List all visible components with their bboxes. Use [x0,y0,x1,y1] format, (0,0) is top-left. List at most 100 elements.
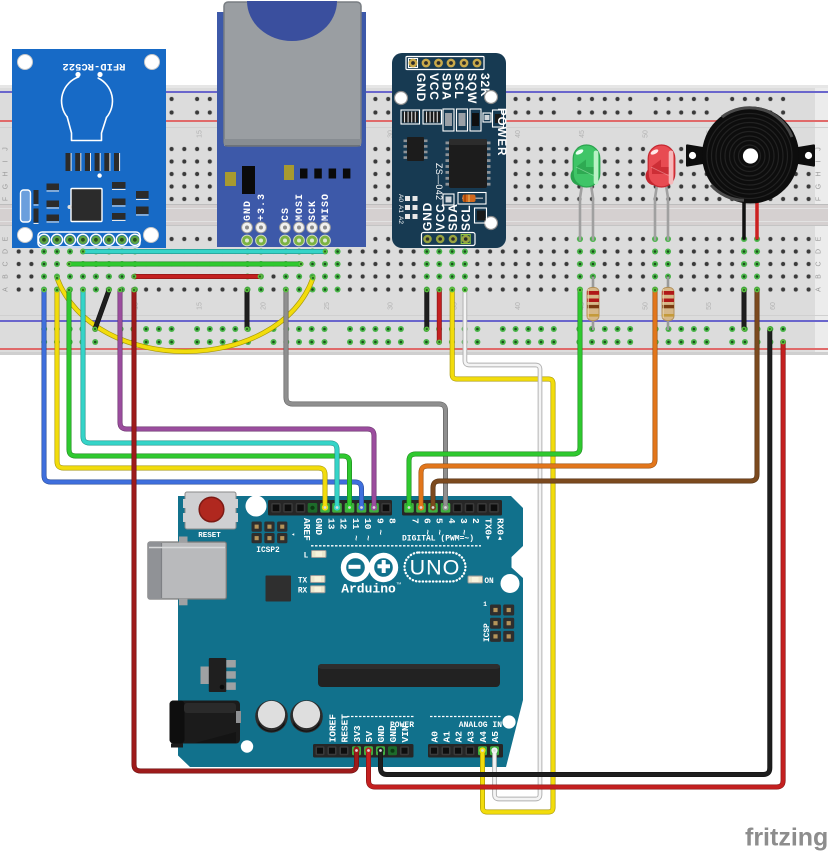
svg-text:SCK: SCK [308,200,319,221]
svg-text:CS: CS [281,207,292,221]
svg-text:2: 2 [470,518,481,524]
svg-text:50: 50 [642,130,649,138]
svg-text:Arduino: Arduino [341,582,396,597]
svg-text:A2: A2 [453,731,464,743]
svg-text:C: C [816,261,823,266]
svg-text:AREF: AREF [301,518,312,541]
svg-text:ICSP2: ICSP2 [256,547,280,555]
svg-text:I: I [816,160,823,162]
svg-text:G: G [3,184,10,189]
svg-text:40: 40 [515,302,522,310]
svg-text:GND: GND [243,200,254,221]
svg-text:POWER: POWER [390,721,414,730]
svg-text:I: I [3,160,10,162]
svg-text:10 ~: 10 ~ [362,518,373,541]
svg-text:TX: TX [298,578,308,586]
svg-text:ON: ON [484,578,494,586]
svg-text:A4: A4 [478,731,489,743]
svg-text:A3: A3 [465,731,476,743]
svg-text:POWER: POWER [495,108,507,156]
svg-text:25: 25 [324,302,331,310]
svg-text:SDA: SDA [446,203,460,231]
svg-text:E: E [3,236,10,241]
svg-text:+3.3: +3.3 [257,193,268,221]
svg-text:J: J [3,147,10,151]
svg-text:12: 12 [337,518,348,530]
svg-text:13: 13 [325,518,336,530]
svg-text:fritzing: fritzing [745,824,828,852]
svg-text:9 ~: 9 ~ [374,518,385,535]
svg-text:A0: A0 [397,194,404,202]
svg-text:11 ~: 11 ~ [350,518,361,541]
svg-text:B: B [3,274,10,279]
svg-text:C: C [3,261,10,266]
svg-text:1: 1 [483,601,487,608]
svg-text:ICSP: ICSP [484,623,492,642]
svg-text:A5: A5 [490,731,501,743]
svg-text:A: A [816,287,823,292]
svg-text:A1: A1 [441,731,452,743]
svg-text:SCL: SCL [459,205,473,231]
svg-text:VIN: VIN [400,725,411,742]
svg-text:J: J [816,147,823,151]
svg-text:15: 15 [197,302,204,310]
svg-text:H: H [3,171,10,176]
svg-text:UNO: UNO [410,556,461,580]
svg-text:35: 35 [451,302,458,310]
svg-text:50: 50 [642,302,649,310]
svg-text:MISO: MISO [321,193,332,221]
svg-text:D: D [816,249,823,254]
svg-text:A1: A1 [397,205,404,213]
svg-text:30: 30 [388,302,395,310]
svg-text:ZS—042: ZS—042 [434,163,444,200]
svg-text:GND: GND [388,725,399,742]
svg-text:RFID-RC522: RFID-RC522 [62,60,125,72]
svg-text:15: 15 [197,130,204,138]
svg-text:F: F [816,197,823,201]
svg-text:F: F [3,197,10,201]
svg-text:60: 60 [770,302,777,310]
svg-text:ANALOG IN: ANALOG IN [459,721,502,730]
svg-text:E: E [816,236,823,241]
svg-text:IOREF: IOREF [327,714,338,743]
svg-text:40: 40 [515,130,522,138]
svg-text:MOSI: MOSI [295,193,306,221]
svg-text:H: H [816,171,823,176]
svg-text:RX0◂: RX0◂ [494,518,505,541]
svg-text:6 ~: 6 ~ [421,518,432,535]
svg-text:RX: RX [298,588,308,596]
svg-text:5V: 5V [364,731,375,743]
svg-text:30: 30 [388,130,395,138]
svg-text:™: ™ [396,582,402,588]
svg-text:A0: A0 [429,731,440,743]
svg-text:3 ~: 3 ~ [458,518,469,535]
svg-text:VCC: VCC [433,203,447,231]
svg-text:TX0▸: TX0▸ [482,518,493,541]
svg-text:45: 45 [579,130,586,138]
svg-text:GND: GND [414,73,428,102]
svg-text:G: G [816,184,823,189]
svg-text:SCL: SCL [452,73,466,99]
svg-text:8: 8 [386,518,397,524]
svg-text:B: B [816,274,823,279]
svg-text:GND: GND [421,202,435,231]
svg-text:55: 55 [706,302,713,310]
svg-text:◂: ◂ [291,532,295,538]
svg-text:GND: GND [313,518,324,535]
svg-text:4: 4 [446,518,457,524]
svg-text:DIGITAL (PWM=~): DIGITAL (PWM=~) [402,535,474,544]
svg-text:A2: A2 [397,216,404,224]
svg-text:SQW: SQW [465,73,479,104]
svg-text:RESET: RESET [198,532,221,540]
svg-text:SDA: SDA [440,73,454,101]
svg-text:VCC: VCC [427,73,441,101]
svg-text:5 ~: 5 ~ [433,518,444,535]
svg-text:RESET: RESET [339,714,350,743]
svg-text:GND: GND [376,725,387,742]
svg-text:A: A [3,287,10,292]
svg-text:7: 7 [409,518,420,524]
svg-text:20: 20 [260,302,267,310]
svg-text:3V3: 3V3 [352,725,363,742]
svg-text:D: D [3,249,10,254]
svg-text:L: L [304,553,309,561]
